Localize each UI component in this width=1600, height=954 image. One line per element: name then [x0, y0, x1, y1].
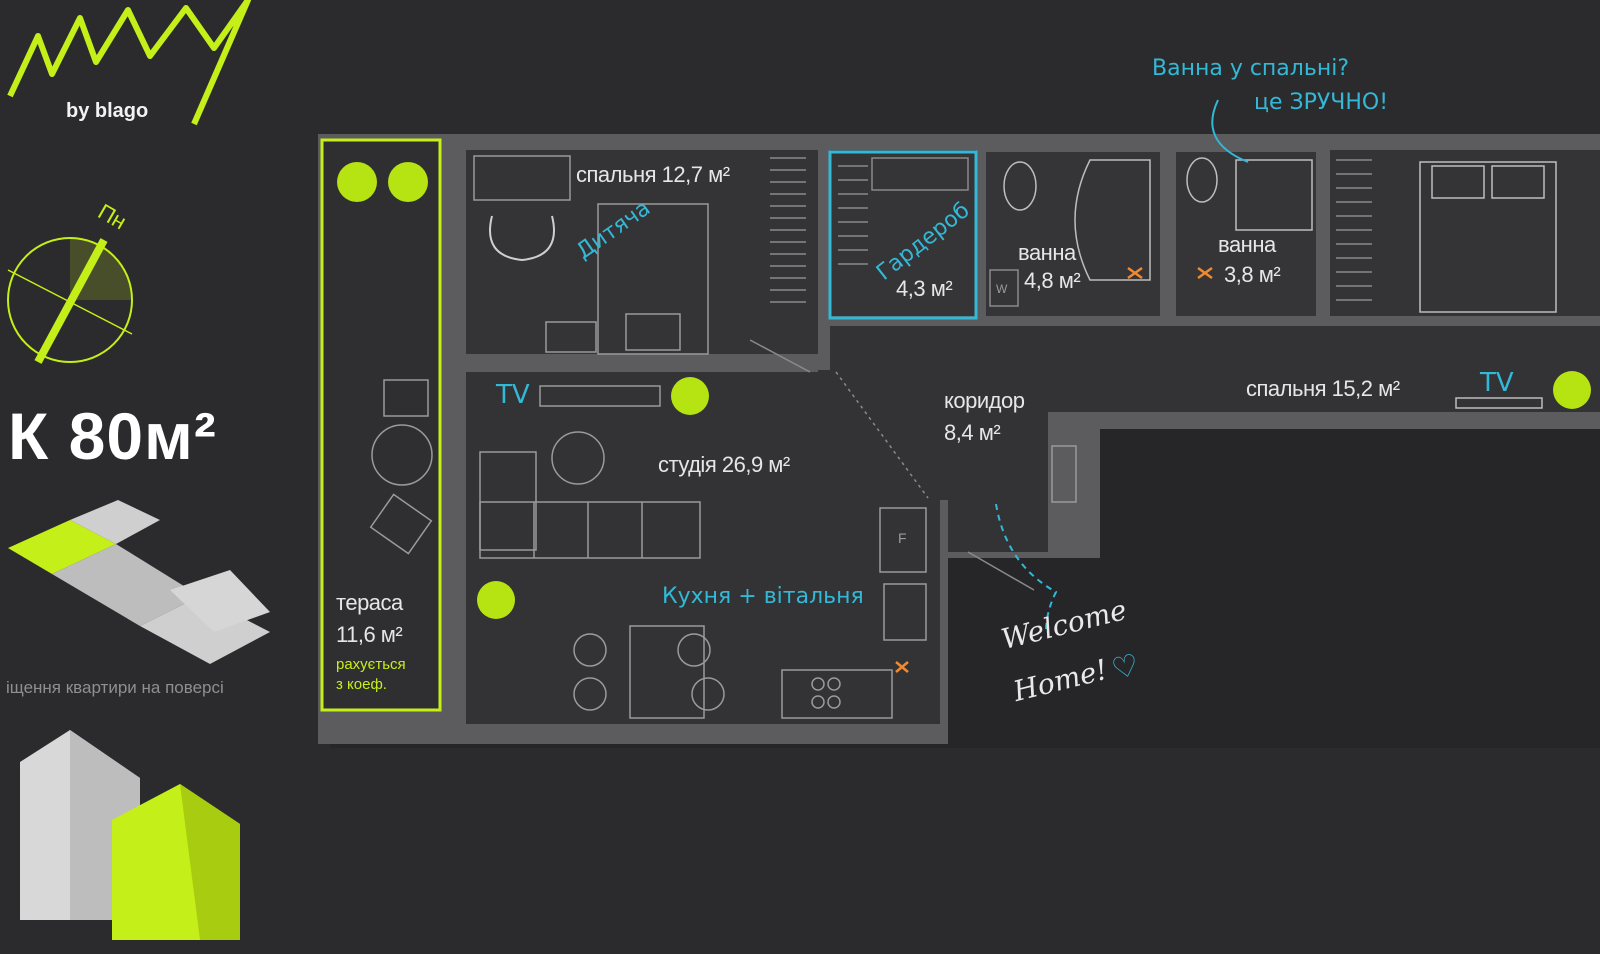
tv-cabinet [539, 385, 661, 407]
welcome-arrow [995, 503, 1058, 633]
washer-label: W [996, 282, 1008, 296]
bed1 [597, 203, 709, 355]
corridor-cabinet [1051, 445, 1077, 503]
wall-bed-studio [466, 354, 738, 372]
coffee-table [551, 431, 605, 485]
terrace-table [371, 424, 433, 486]
bath1-name: ванна [1018, 240, 1076, 265]
wardrobe-area: 4,3 м² [896, 276, 953, 301]
fridge-label: F [898, 530, 907, 546]
tap-marks [895, 266, 1213, 673]
corridor-name: коридор [944, 388, 1025, 413]
toilet1 [1003, 161, 1037, 211]
bedroom1-floor [466, 150, 818, 354]
sofa [479, 501, 701, 559]
terrace-chair [383, 379, 429, 417]
compass-needle [34, 238, 108, 364]
shower [1235, 159, 1313, 231]
terrace-note-2: з коеф. [336, 676, 387, 693]
washer-box [989, 269, 1019, 307]
terrace-lounger [369, 493, 433, 555]
chair [489, 215, 555, 262]
compass-sector [70, 238, 132, 300]
terrace-outline [320, 138, 442, 712]
bath1-area: 4,8 м² [1024, 268, 1081, 293]
bath2-area: 3,8 м² [1224, 262, 1281, 287]
cooktop [811, 677, 841, 709]
wall-corridor-top [830, 316, 1600, 326]
corridor-area: 8,4 м² [944, 420, 1001, 445]
studio-name: студія [658, 452, 717, 477]
bedroom2-label: спальня 15,2 м² [1246, 376, 1400, 402]
pillow1 [625, 313, 681, 351]
wall-bath-bath [1160, 150, 1176, 320]
terrace-name: тераса [336, 590, 403, 615]
wardrobe-outline [828, 150, 978, 320]
kitchen-counter [781, 669, 893, 719]
sink [883, 583, 927, 641]
desk [473, 155, 571, 201]
compass-axis [7, 269, 133, 335]
bedroom2-floor [1330, 150, 1600, 316]
building-schematic-top [8, 500, 270, 664]
bedroom1-name: спальня [576, 162, 657, 187]
dining-chair1 [573, 633, 607, 667]
wardrobe-floor [830, 150, 976, 316]
wall-corridor-bottom [1100, 412, 1600, 426]
bedroom2-name: спальня [1246, 376, 1327, 401]
bath2-floor [1176, 152, 1316, 318]
brand-tagline: by blago [66, 100, 149, 122]
studio-label: студія 26,9 м² [658, 452, 790, 478]
plants [337, 162, 1591, 619]
wardrobe-shelf [871, 157, 969, 191]
location-caption: іщення квартири на поверсі [6, 678, 224, 697]
pillow2a [1431, 165, 1485, 199]
door-swing-entry [967, 551, 1035, 591]
bedroom2-area: 15,2 м² [1331, 376, 1400, 401]
closet1-lines [770, 157, 806, 303]
pillow2b [1491, 165, 1545, 199]
terrace-floor [322, 140, 440, 710]
bath-question: Ванна у спальні? [1152, 56, 1349, 81]
building-schematic-bottom [20, 730, 240, 940]
bath-answer: це ЗРУЧНО! [1254, 90, 1389, 115]
bath2-name: ванна [1218, 232, 1276, 257]
apartment-title: К 80м² [8, 399, 217, 473]
sofa-side [479, 451, 537, 551]
bedroom1-label: спальня 12,7 м² [576, 162, 730, 188]
terrace-area: 11,6 м² [336, 622, 403, 647]
bedroom1-area: 12,7 м² [661, 162, 730, 187]
tv2-stand [1455, 397, 1543, 409]
dining-chair2 [573, 677, 607, 711]
tv-label-studio: TV [496, 380, 530, 410]
tv-label-bedroom2: TV [1480, 368, 1514, 398]
bed2 [1419, 161, 1557, 313]
wall-terrace-inner [440, 140, 466, 720]
bath1-floor [986, 152, 1160, 318]
wardrobe-rails [838, 165, 868, 265]
closet2-lines [1336, 159, 1372, 301]
door-dotted [835, 371, 929, 499]
nightstand1 [545, 321, 597, 353]
studio-area: 26,9 м² [721, 452, 790, 477]
logo-mark [7, 0, 251, 126]
kitchen-wall [940, 500, 948, 724]
terrace-note-1: рахується [336, 656, 406, 673]
door-swing1 [749, 339, 811, 373]
kitchen-living-note: Кухня + вітальня [662, 584, 864, 609]
wall-bed-wardrobe [818, 150, 830, 370]
compass-ring [7, 237, 133, 363]
fridge [879, 507, 927, 573]
wall-bath-bed2 [1316, 150, 1330, 320]
toilet2 [1186, 157, 1218, 203]
bath-arrow [1211, 99, 1249, 163]
wall-wardrobe-bath [976, 150, 986, 320]
dining-chair4 [691, 677, 725, 711]
dining-table [629, 625, 705, 719]
bathtub [1074, 159, 1151, 281]
dining-chair3 [677, 633, 711, 667]
